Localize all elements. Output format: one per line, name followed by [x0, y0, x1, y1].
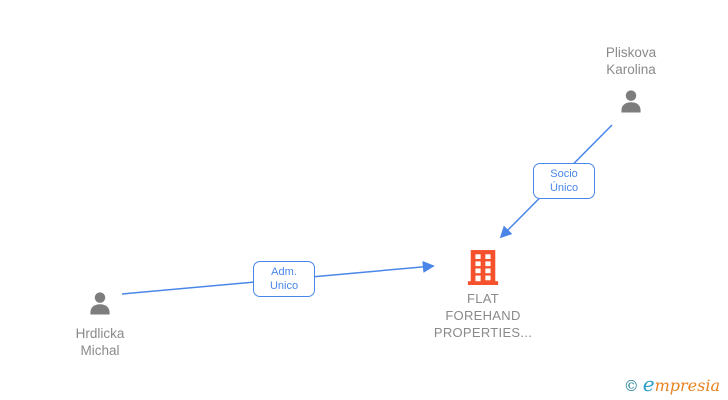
person-icon: [616, 86, 646, 118]
edge-label-socio-unico: Socio Único: [533, 163, 595, 199]
empresia-logo[interactable]: ©empresia: [624, 372, 720, 396]
node-label: FLAT FOREHAND PROPERTIES...: [433, 291, 533, 340]
edge-label-adm-unico: Adm. Unico: [253, 261, 315, 297]
logo-initial: e: [642, 372, 655, 396]
node-label: Pliskova Karolina: [605, 45, 657, 77]
person-icon: [85, 288, 115, 320]
node-company-flat-forehand-properties[interactable]: FLAT FOREHAND PROPERTIES...: [428, 249, 538, 341]
copyright-icon: ©: [623, 377, 639, 395]
node-person-pliskova-karolina[interactable]: Pliskova Karolina: [591, 44, 671, 118]
logo-text: mpresia: [654, 376, 720, 395]
building-icon: [466, 249, 500, 287]
node-person-hrdlicka-michal[interactable]: Hrdlicka Michal: [60, 288, 140, 359]
node-label: Hrdlicka Michal: [75, 326, 125, 358]
